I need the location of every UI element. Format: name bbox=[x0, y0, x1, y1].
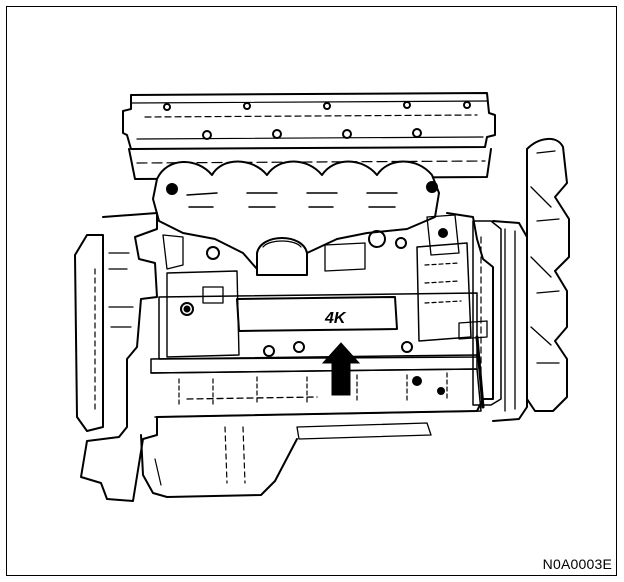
up-arrow-icon bbox=[321, 342, 361, 396]
engine-illustration: 4K bbox=[74, 92, 570, 502]
engine-code-label: 4K bbox=[324, 310, 347, 327]
figure-id-label: N0A0003E bbox=[542, 556, 612, 572]
figure-frame: 4K N0A0003E bbox=[6, 6, 617, 576]
